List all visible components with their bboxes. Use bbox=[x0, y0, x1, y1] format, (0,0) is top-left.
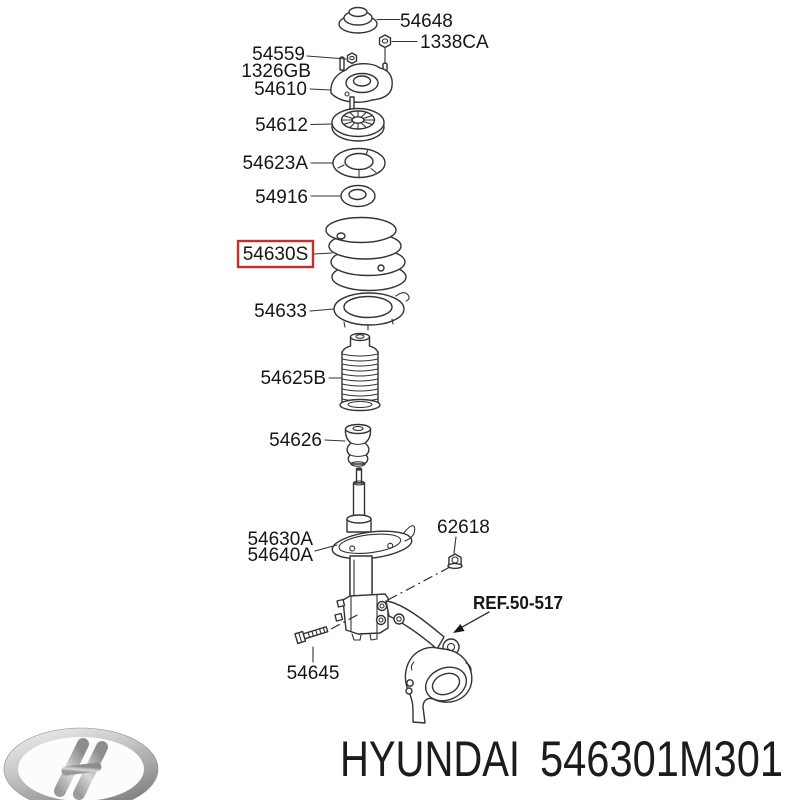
highlighted-part-callout: 54630S bbox=[236, 239, 315, 269]
lock-nut-drawing bbox=[378, 34, 392, 64]
part-label-62618: 62618 bbox=[437, 517, 490, 538]
footer-part-number: 546301M301 bbox=[540, 731, 783, 787]
steering-knuckle-drawing bbox=[385, 600, 473, 724]
footer-brand: HYUNDAI bbox=[340, 731, 520, 787]
part-label-54630A: 54630A bbox=[247, 529, 313, 550]
part-label-54626: 54626 bbox=[269, 430, 322, 451]
strut-mount-drawing bbox=[330, 56, 393, 111]
strut-cap-drawing bbox=[338, 6, 378, 34]
bolt-drawing bbox=[294, 626, 329, 645]
ref-arrow bbox=[453, 611, 490, 633]
part-label-54648: 54648 bbox=[400, 11, 453, 32]
part-label-54645: 54645 bbox=[287, 663, 340, 684]
bump-stopper-drawing bbox=[344, 423, 372, 467]
part-labels: 54648 1338CA 54559 1326GB 54610 54612 54… bbox=[241, 11, 563, 684]
upper-pad-drawing bbox=[340, 184, 376, 208]
part-label-54623A: 54623A bbox=[242, 153, 308, 174]
highlight-box bbox=[236, 239, 315, 269]
strut-bearing-drawing bbox=[331, 107, 385, 142]
part-label-54640A: 54640A bbox=[247, 545, 313, 566]
leader-lines bbox=[306, 18, 457, 663]
ref-label: REF.50-517 bbox=[473, 593, 563, 613]
flange-nut-drawing bbox=[447, 553, 463, 570]
part-label-54633: 54633 bbox=[254, 301, 307, 322]
upper-spring-seat-drawing bbox=[332, 147, 386, 179]
coil-spring-drawing bbox=[325, 216, 407, 292]
part-label-54630S: 54630S bbox=[243, 244, 309, 265]
dust-cover-drawing bbox=[339, 332, 381, 412]
part-label-54612: 54612 bbox=[255, 115, 308, 136]
part-label-54625B: 54625B bbox=[260, 368, 326, 389]
strut-assembly-drawing bbox=[331, 467, 416, 641]
lower-spring-pad-drawing bbox=[333, 292, 410, 331]
footer: HYUNDAI 546301M301 bbox=[3, 727, 783, 800]
part-label-54610: 54610 bbox=[254, 79, 307, 100]
hyundai-logo-icon bbox=[3, 727, 159, 800]
part-label-1338CA: 1338CA bbox=[420, 32, 489, 53]
part-label-54916: 54916 bbox=[255, 187, 308, 208]
part-label-54559: 54559 bbox=[252, 44, 305, 65]
part-label-1326GB: 1326GB bbox=[241, 61, 311, 82]
small-nut-drawing bbox=[346, 52, 358, 65]
